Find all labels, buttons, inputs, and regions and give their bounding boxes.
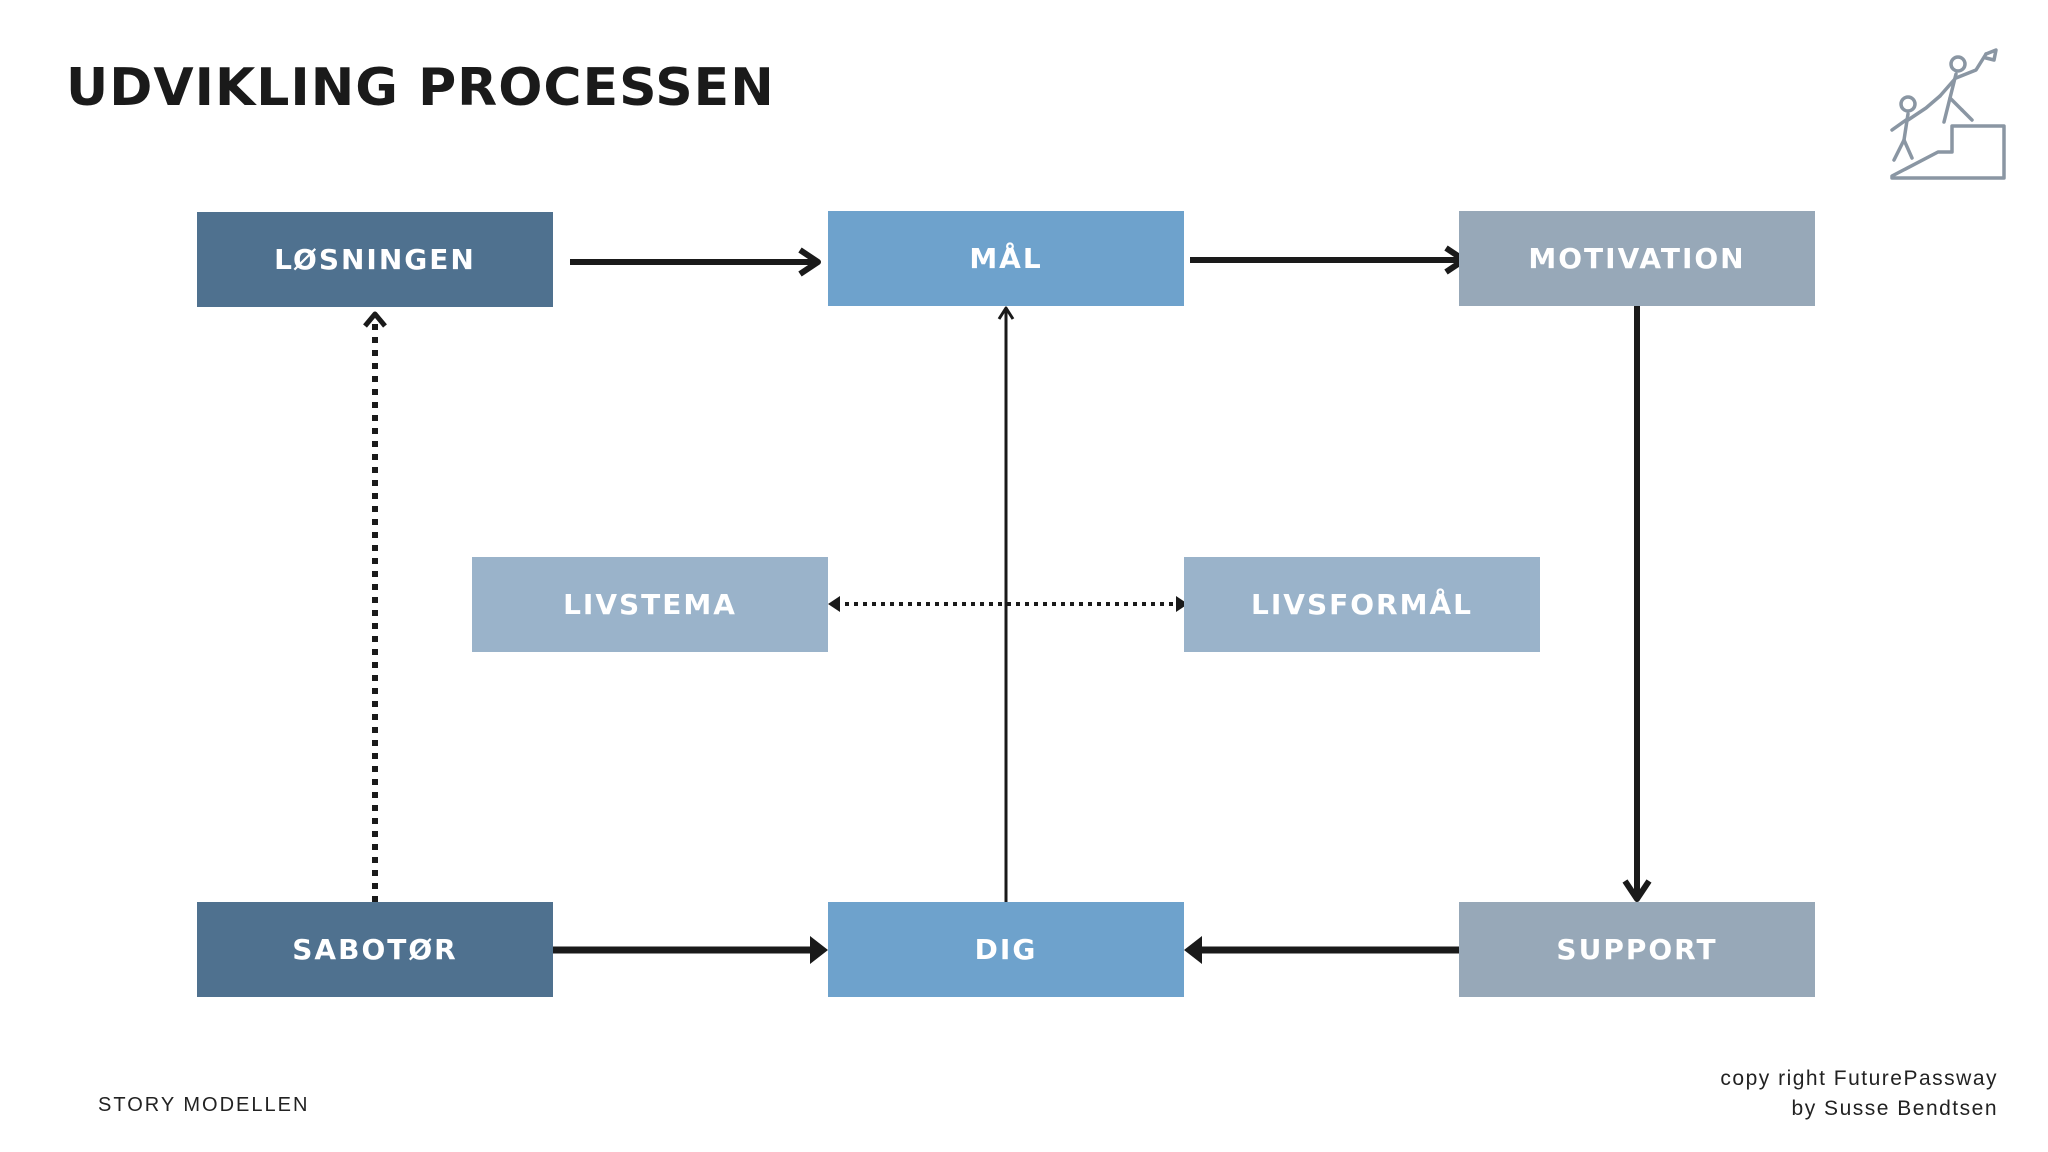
arrow-losningen-to-maal xyxy=(570,247,821,277)
node-motivation: MOTIVATION xyxy=(1459,211,1815,306)
footer-copyright-line1: copy right FuturePassway xyxy=(1720,1067,1998,1090)
node-livstema: LIVSTEMA xyxy=(472,557,828,652)
arrow-sabotor-to-dig xyxy=(552,936,828,964)
arrow-support-to-dig xyxy=(1184,936,1460,964)
footer-copyright: copy right FuturePassway by Susse Bendts… xyxy=(1720,1064,1998,1124)
node-livsformaal: LIVSFORMÅL xyxy=(1184,557,1540,652)
node-motivation-label: MOTIVATION xyxy=(1528,242,1746,275)
node-dig: DIG xyxy=(828,902,1184,997)
arrow-maal-to-motivation xyxy=(1190,245,1467,275)
node-dig-label: DIG xyxy=(974,933,1038,966)
arrow-dig-to-maal xyxy=(997,306,1015,902)
arrow-motivation-to-support xyxy=(1622,306,1652,902)
node-sabotor-label: SABOTØR xyxy=(292,933,458,966)
climbing-people-icon xyxy=(1890,48,2006,180)
node-sabotor: SABOTØR xyxy=(197,902,553,997)
node-maal: MÅL xyxy=(828,211,1184,306)
node-maal-label: MÅL xyxy=(969,242,1043,275)
page-title: UDVIKLING PROCESSEN xyxy=(66,58,775,118)
arrow-sabotor-to-losningen xyxy=(363,311,387,902)
footer-copyright-line2: by Susse Bendtsen xyxy=(1791,1097,1998,1120)
node-support-label: SUPPORT xyxy=(1556,933,1718,966)
footer-model-name: STORY MODELLEN xyxy=(98,1094,310,1116)
arrow-livstema-livsformaal xyxy=(828,596,1188,612)
node-support: SUPPORT xyxy=(1459,902,1815,997)
node-losningen-label: LØSNINGEN xyxy=(274,243,476,276)
node-livsformaal-label: LIVSFORMÅL xyxy=(1251,588,1473,621)
node-livstema-label: LIVSTEMA xyxy=(563,588,737,621)
node-losningen: LØSNINGEN xyxy=(197,212,553,307)
